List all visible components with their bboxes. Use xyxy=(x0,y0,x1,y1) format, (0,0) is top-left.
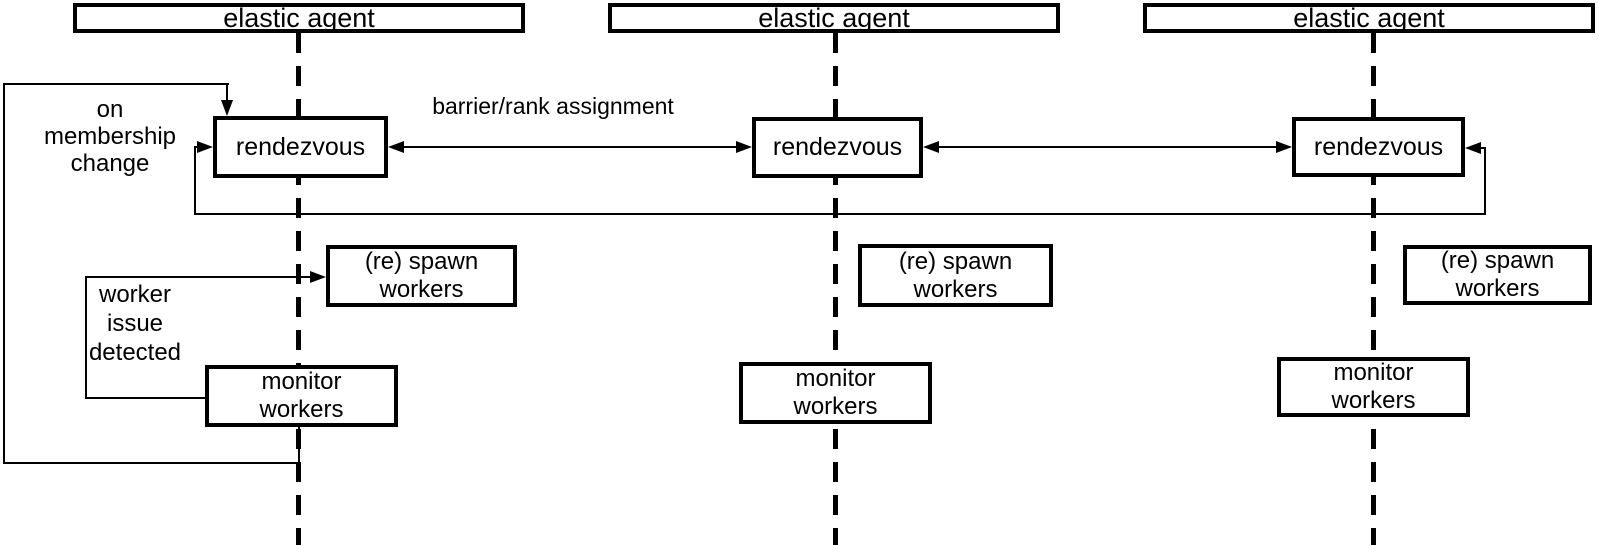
agent-2-monitor-label: monitor workers xyxy=(793,365,878,420)
agent-1-monitor-workers-box: monitor workers xyxy=(205,365,398,427)
agent-3-loop-horizontal-line xyxy=(1476,147,1486,149)
agent-1-monitor-label: monitor workers xyxy=(259,368,344,423)
worker-issue-loop-top-line xyxy=(85,276,312,278)
agent-2-rendezvous-label: rendezvous xyxy=(772,133,903,161)
agent-3-lifeline-dashed xyxy=(1371,33,1376,545)
membership-loop-down-arrowhead-icon xyxy=(221,100,233,116)
agent-2-title-box: elastic agent xyxy=(608,3,1060,33)
barrier-rank-assignment-label: barrier/rank assignment xyxy=(432,93,674,119)
membership-loop-top-line xyxy=(3,83,229,85)
barrier-arrow-1-left-arrowhead-icon xyxy=(388,141,404,153)
worker-issue-detected-label: worker issue detected xyxy=(88,281,182,366)
agent-2-spawn-label: (re) spawn workers xyxy=(898,247,1013,303)
agent-2-lifeline-dashed xyxy=(833,33,838,545)
membership-loop-bottom-line xyxy=(3,462,301,464)
agent-1-rendezvous-label: rendezvous xyxy=(235,132,366,161)
rendezvous-bus-line xyxy=(194,213,1486,215)
barrier-arrow-line-1-2 xyxy=(391,146,749,148)
agent-3-loop-vertical-line xyxy=(1484,148,1486,214)
barrier-arrow-2-left-arrowhead-icon xyxy=(923,141,939,153)
agent-3-spawn-label: (re) spawn workers xyxy=(1440,247,1555,302)
agent-2-monitor-workers-box: monitor workers xyxy=(739,362,932,424)
agent-3-rendezvous-label: rendezvous xyxy=(1313,132,1444,161)
barrier-arrow-line-2-3 xyxy=(926,146,1290,148)
barrier-arrow-2-right-arrowhead-icon xyxy=(1276,141,1292,153)
on-membership-change-label: on membership change xyxy=(43,96,177,177)
membership-loop-arrow-stem-line xyxy=(226,83,228,101)
agent-1-lifeline-dashed xyxy=(296,33,301,545)
agent-1-rendezvous-in-arrowhead-icon xyxy=(197,141,213,153)
agent-1-loop-vertical-line xyxy=(194,147,196,214)
agent-1-rendezvous-box: rendezvous xyxy=(213,116,388,178)
agent-1-title-box: elastic agent xyxy=(73,3,525,33)
agent-3-title: elastic agent xyxy=(1293,3,1445,33)
agent-3-rendezvous-in-arrowhead-icon xyxy=(1465,142,1481,154)
agent-2-title: elastic agent xyxy=(758,3,910,33)
agent-3-monitor-workers-box: monitor workers xyxy=(1277,357,1470,417)
monitor-1-down-line xyxy=(298,427,300,464)
membership-loop-left-line xyxy=(3,83,5,464)
agent-3-rendezvous-box: rendezvous xyxy=(1292,117,1465,177)
worker-issue-spawn-arrowhead-icon xyxy=(310,271,326,283)
barrier-arrow-1-right-arrowhead-icon xyxy=(736,141,752,153)
agent-1-title: elastic agent xyxy=(223,3,375,33)
agent-1-spawn-label: (re) spawn workers xyxy=(364,248,479,303)
agent-3-title-box: elastic agent xyxy=(1143,3,1595,33)
worker-issue-loop-left-line xyxy=(85,277,87,399)
agent-1-spawn-workers-box: (re) spawn workers xyxy=(326,245,517,307)
agent-2-rendezvous-box: rendezvous xyxy=(752,117,923,178)
agent-3-spawn-workers-box: (re) spawn workers xyxy=(1403,245,1592,305)
agent-2-spawn-workers-box: (re) spawn workers xyxy=(858,244,1053,307)
worker-issue-loop-bottom-line xyxy=(85,397,207,399)
agent-3-monitor-label: monitor workers xyxy=(1331,359,1416,414)
